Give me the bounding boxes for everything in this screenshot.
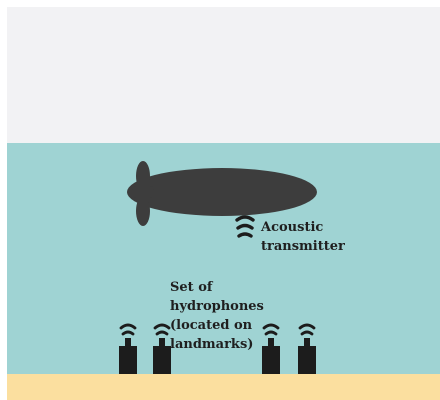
hydrophones-label: Set of hydrophones (located on landmarks… (170, 278, 280, 354)
sound-waves-icon (237, 217, 253, 236)
hydrophone-icon (119, 325, 137, 374)
hydrophone-icon (298, 325, 316, 374)
submarine-icon (127, 161, 317, 226)
transmitter-label: Acoustic transmitter (261, 218, 361, 256)
hydrophone-icon (153, 325, 171, 374)
